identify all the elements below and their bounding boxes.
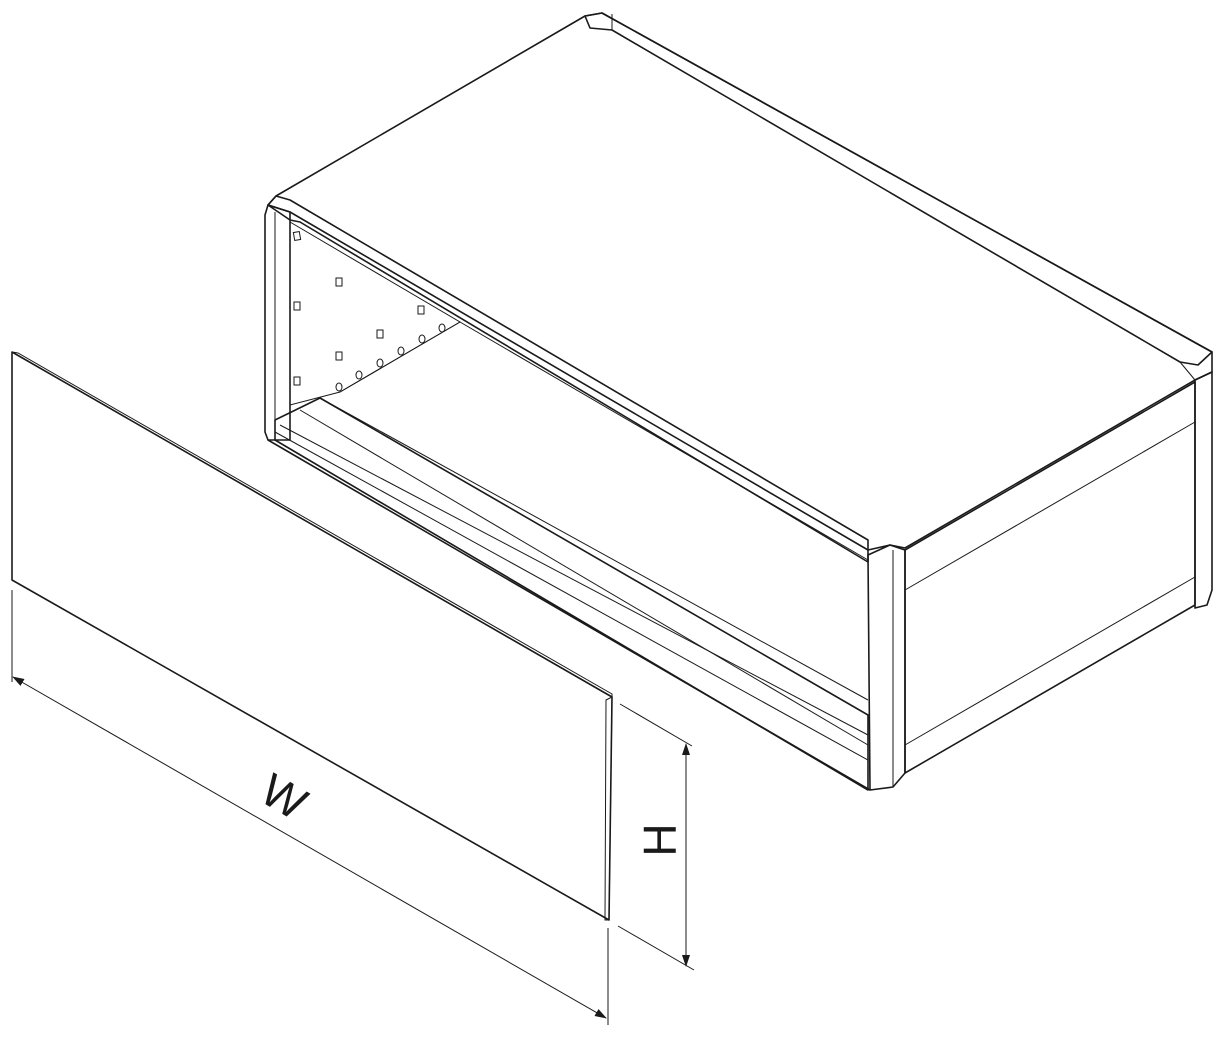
height-dimension: H bbox=[617, 703, 695, 971]
enclosure bbox=[264, 12, 1213, 791]
side-panel bbox=[904, 381, 1196, 774]
floor-rail bbox=[274, 397, 869, 791]
rear-frame-rail bbox=[584, 12, 1213, 366]
width-dimension: W bbox=[11, 590, 609, 1025]
top-cover bbox=[267, 12, 1213, 551]
rear-right-post bbox=[1194, 371, 1213, 609]
front-panel bbox=[11, 351, 613, 921]
mounting-holes bbox=[292, 230, 446, 392]
front-top-rail bbox=[267, 195, 869, 563]
front-right-post bbox=[867, 544, 906, 791]
height-label: H bbox=[634, 823, 686, 856]
front-left-post bbox=[264, 204, 291, 441]
